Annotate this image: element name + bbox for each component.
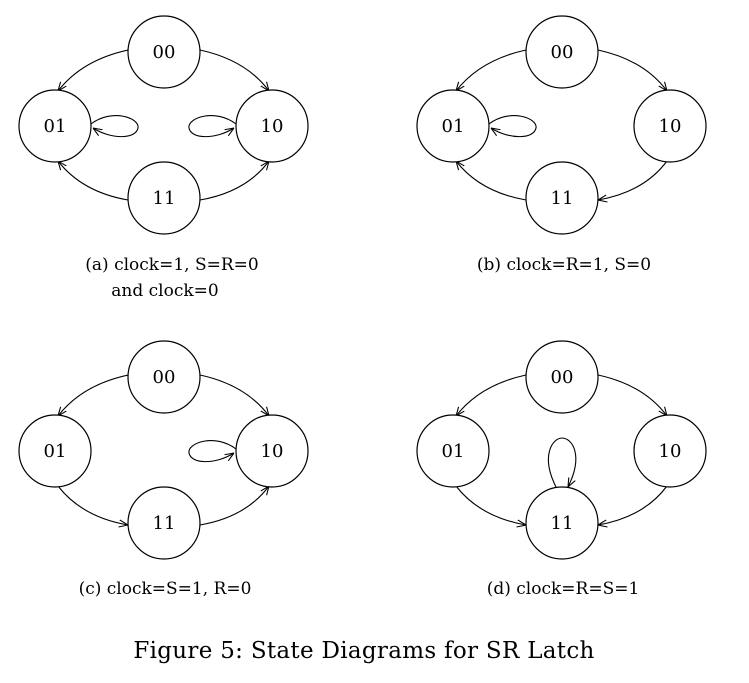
transition-arrow	[455, 485, 526, 525]
state-label: 11	[153, 188, 176, 209]
state-label: 01	[44, 116, 67, 137]
figure-caption: Figure 5: State Diagrams for SR Latch	[133, 638, 594, 664]
state-label: 00	[551, 42, 574, 63]
panel-b: 00 01 10 11 (b) clock=R=1, S=0	[416, 15, 707, 275]
state-label: 01	[442, 441, 465, 462]
state-label: 11	[551, 188, 574, 209]
state-label: 00	[551, 367, 574, 388]
transition-arrow	[456, 374, 527, 416]
state-node: 11	[525, 161, 599, 235]
transition-arrow	[597, 49, 667, 91]
transition-arrow	[58, 49, 129, 91]
state-node: 11	[525, 486, 599, 560]
state-label: 11	[551, 513, 574, 534]
panel-c-edges	[57, 374, 269, 526]
state-label: 10	[659, 116, 682, 137]
transition-arrow	[456, 161, 527, 201]
transition-arrow	[597, 374, 667, 416]
state-node: 01	[416, 89, 490, 163]
panel-d-edges	[455, 374, 668, 525]
panel-caption: (a) clock=1, S=R=0	[85, 255, 258, 275]
self-loop-arrow	[188, 440, 237, 463]
state-label: 01	[442, 116, 465, 137]
state-node: 10	[633, 414, 707, 488]
panel-a-edges	[58, 49, 269, 201]
panel-d: 00 01 10 11 (d) clock=R=S=1	[416, 340, 707, 599]
state-node: 00	[525, 340, 599, 414]
panel-a: 00 01 10 11 (a) clock=1, S=R=0 and clock…	[18, 15, 309, 301]
state-label: 00	[153, 42, 176, 63]
transition-arrow	[199, 486, 269, 526]
panel-caption-line-2: and clock=0	[111, 281, 218, 301]
state-node: 00	[127, 15, 201, 89]
state-node: 01	[18, 414, 92, 488]
state-node: 01	[416, 414, 490, 488]
transition-arrow	[58, 374, 129, 416]
transition-arrow	[598, 485, 668, 525]
panel-caption: (d) clock=R=S=1	[487, 579, 640, 599]
state-label: 11	[153, 513, 176, 534]
self-loop-arrow	[90, 115, 139, 138]
state-node: 01	[18, 89, 92, 163]
panel-caption: (c) clock=S=1, R=0	[79, 579, 252, 599]
self-loop-arrow	[547, 437, 577, 487]
self-loop-arrow	[188, 115, 237, 138]
panel-c: 00 01 10 11 (c) clock=S=1, R=0	[18, 340, 309, 599]
transition-arrow	[199, 161, 269, 201]
state-label: 10	[261, 116, 284, 137]
transition-arrow	[57, 485, 128, 525]
panel-b-edges	[456, 49, 668, 201]
self-loop-arrow	[488, 115, 537, 138]
state-label: 10	[261, 441, 284, 462]
state-node: 10	[633, 89, 707, 163]
state-label: 10	[659, 441, 682, 462]
transition-arrow	[199, 374, 269, 416]
state-node: 00	[127, 340, 201, 414]
state-node: 10	[235, 414, 309, 488]
transition-arrow	[58, 161, 129, 201]
state-label: 00	[153, 367, 176, 388]
state-label: 01	[44, 441, 67, 462]
transition-arrow	[598, 160, 668, 200]
panel-caption: (b) clock=R=1, S=0	[477, 255, 651, 275]
transition-arrow	[199, 49, 269, 91]
transition-arrow	[456, 49, 527, 91]
state-node: 00	[525, 15, 599, 89]
state-node: 10	[235, 89, 309, 163]
state-node: 11	[127, 161, 201, 235]
state-node: 11	[127, 486, 201, 560]
